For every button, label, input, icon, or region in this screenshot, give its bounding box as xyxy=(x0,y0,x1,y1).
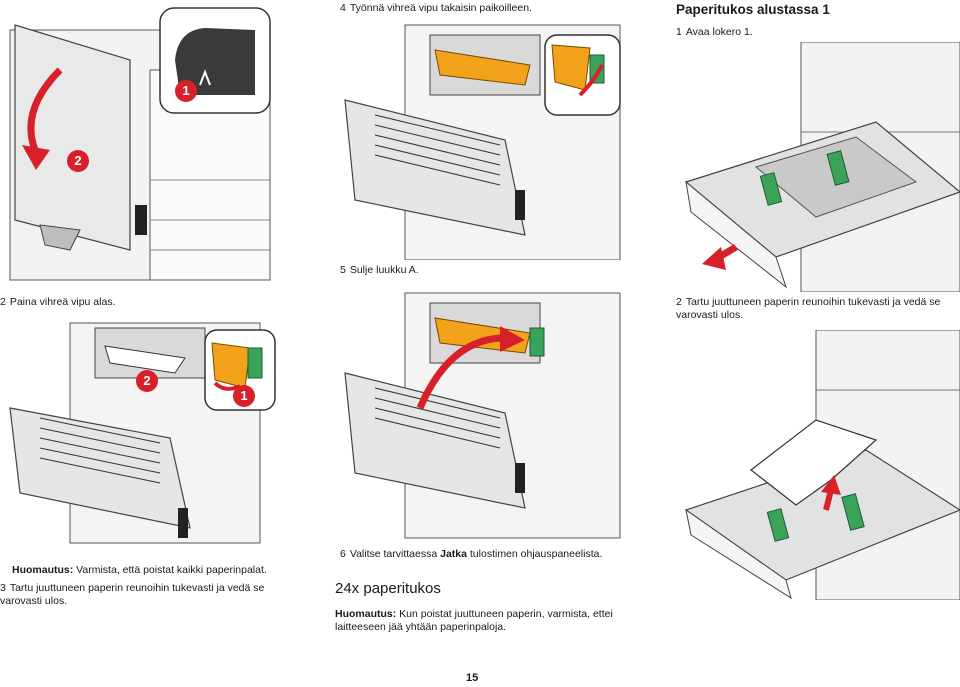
illustration-close-door xyxy=(340,288,630,540)
note-label: Huomautus: xyxy=(12,564,74,576)
illustration-push-lever-back xyxy=(340,20,630,260)
step-number: 2 xyxy=(676,296,682,308)
callout-1-mid-left: 1 xyxy=(233,385,255,407)
illustration-open-door xyxy=(0,0,285,285)
step-number: 4 xyxy=(340,2,346,14)
step-text-pre: Valitse tarvittaessa xyxy=(349,548,441,560)
note-text: Varmista, että poistat kaikki paperinpal… xyxy=(73,564,267,576)
step-number: 2 xyxy=(0,296,6,308)
step-text: Paina vihreä vipu alas. xyxy=(9,296,116,308)
illustration-press-lever xyxy=(0,318,285,548)
callout-1-top-left: 1 xyxy=(175,80,197,102)
col1-note: Huomautus: Varmista, että poistat kaikki… xyxy=(12,564,267,577)
step-number: 6 xyxy=(340,548,346,560)
step-text: Tartu juuttuneen paperin reunoihin tukev… xyxy=(676,296,941,321)
note-text: Kun poistat juuttuneen paperin, varmista… xyxy=(335,608,613,633)
step-number: 5 xyxy=(340,264,346,276)
section-heading-tray1: Paperitukos alustassa 1 xyxy=(676,2,830,17)
note-label: Huomautus: xyxy=(335,608,397,620)
step-number: 1 xyxy=(676,26,682,38)
step-text: Tartu juuttuneen paperin reunoihin tukev… xyxy=(0,582,265,607)
callout-2-mid-left: 2 xyxy=(136,370,158,392)
step-text: Avaa lokero 1. xyxy=(685,26,753,38)
illustration-pull-paper-tray xyxy=(676,330,960,600)
illustration-open-tray xyxy=(676,42,960,292)
step-text-post: tulostimen ohjauspaneelista. xyxy=(466,548,603,560)
page-number: 15 xyxy=(466,672,479,684)
step-text-bold: Jatka xyxy=(440,548,467,560)
col2-note: Huomautus: Kun poistat juuttuneen paperi… xyxy=(335,608,635,634)
step-text: Työnnä vihreä vipu takaisin paikoilleen. xyxy=(349,2,532,14)
section-heading-24x: 24x paperitukos xyxy=(335,580,441,597)
step-number: 3 xyxy=(0,582,6,594)
step-text: Sulje luukku A. xyxy=(349,264,419,276)
callout-2-top-left: 2 xyxy=(67,150,89,172)
